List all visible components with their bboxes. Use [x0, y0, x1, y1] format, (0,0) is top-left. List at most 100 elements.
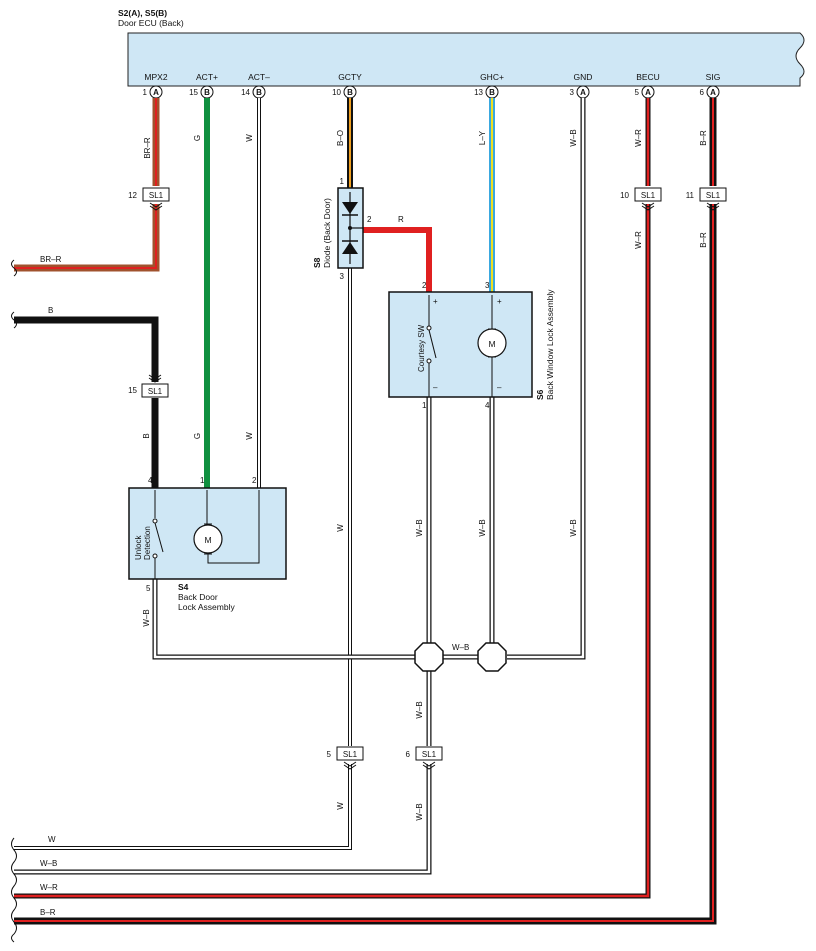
- svg-text:M: M: [488, 339, 495, 349]
- svg-text:–: –: [433, 383, 438, 392]
- ecu-box: [127, 32, 805, 87]
- pin-conn: B: [347, 88, 353, 97]
- s4-name-1: Back Door: [178, 592, 218, 602]
- connector-sl1-11: 11 SL1: [686, 187, 727, 211]
- svg-text:2: 2: [252, 476, 257, 485]
- s4-name-2: Lock Assembly: [178, 602, 235, 612]
- pin-number: 6: [700, 88, 705, 97]
- svg-text:5: 5: [146, 584, 151, 593]
- svg-text:+: +: [433, 297, 438, 306]
- svg-text:1: 1: [200, 476, 205, 485]
- wire-label: B: [142, 433, 151, 438]
- svg-text:SL1: SL1: [641, 191, 656, 200]
- terminal-label-act-plus: ACT+: [196, 72, 218, 82]
- svg-text:3: 3: [485, 281, 490, 290]
- wire-label: W: [336, 802, 345, 810]
- svg-text:SL1: SL1: [148, 387, 163, 396]
- svg-text:1: 1: [340, 177, 345, 186]
- terminal-label-gcty: GCTY: [338, 72, 362, 82]
- wire-label: G: [193, 433, 202, 439]
- pin-number: 5: [635, 88, 640, 97]
- wire-label: W–R: [634, 129, 643, 147]
- wire-label: W: [48, 835, 56, 844]
- wire-break-marks: [11, 259, 17, 943]
- svg-text:4: 4: [148, 476, 153, 485]
- splice-point: [477, 642, 507, 672]
- wire-label: W–B: [478, 519, 487, 536]
- wire-label: W–R: [40, 883, 58, 892]
- s6-name: Back Window Lock Assembly: [545, 289, 555, 400]
- terminal-label-becu: BECU: [636, 72, 660, 82]
- svg-text:M: M: [204, 535, 211, 545]
- s4-switch-label-1: Unlock: [134, 535, 143, 560]
- connector-sl1-12: 12 SL1: [128, 187, 170, 211]
- pin-conn: A: [645, 88, 651, 97]
- connector-sl1-15: 15 SL1: [128, 374, 169, 398]
- wire-s4-ground: [152, 579, 415, 660]
- wire-label: B–R: [40, 908, 56, 917]
- pin-number: 14: [241, 88, 250, 97]
- diode-s8: 1 2 3: [337, 177, 372, 281]
- connector-sl1-10: 10 SL1: [620, 187, 662, 211]
- pin-conn: B: [204, 88, 210, 97]
- wire-b: [14, 316, 159, 382]
- svg-text:6: 6: [406, 750, 411, 759]
- terminal-label-mpx2: MPX2: [144, 72, 167, 82]
- wire-label: W–B: [142, 609, 151, 626]
- wire-label: W–B: [415, 519, 424, 536]
- wire-sig: [14, 98, 717, 925]
- ecu-ref: S2(A), S5(B): [118, 8, 167, 18]
- wire-label: B: [48, 306, 53, 315]
- wire-becu: [14, 98, 651, 899]
- svg-text:SL1: SL1: [343, 750, 358, 759]
- wire-label: B–O: [336, 130, 345, 146]
- wire-label: B–R: [699, 232, 708, 248]
- wire-label: W–B: [40, 859, 57, 868]
- svg-text:SL1: SL1: [706, 191, 721, 200]
- wire-diode-r: [363, 227, 432, 292]
- wire-label: W–B: [569, 519, 578, 536]
- svg-text:+: +: [497, 297, 502, 306]
- wire-mpx2: [14, 98, 160, 272]
- wire-label: BR–R: [40, 255, 62, 264]
- pin-conn: B: [489, 88, 495, 97]
- terminal-label-sig: SIG: [706, 72, 721, 82]
- wire-label: W–B: [569, 129, 578, 146]
- wire-label: G: [193, 135, 202, 141]
- pin-number: 13: [474, 88, 483, 97]
- ecu-name: Door ECU (Back): [118, 18, 184, 28]
- wire-label: R: [398, 215, 404, 224]
- svg-text:10: 10: [620, 191, 629, 200]
- wire-diode-w: [14, 268, 352, 850]
- wire-label: W–B: [415, 701, 424, 718]
- connector-sl1-6: 6 SL1: [406, 746, 443, 770]
- splice-point: [414, 642, 444, 672]
- wire-label: W: [245, 432, 254, 440]
- pin-number: 10: [332, 88, 341, 97]
- terminal-label-act-minus: ACT–: [248, 72, 270, 82]
- s6-assembly: 2 3 1 4 + + – – M: [388, 281, 533, 410]
- svg-text:12: 12: [128, 191, 137, 200]
- s4-ref: S4: [178, 582, 189, 592]
- pin-conn: B: [256, 88, 262, 97]
- ecu-terminal-labels: MPX2 ACT+ ACT– GCTY GHC+ GND BECU SIG: [144, 72, 720, 82]
- svg-text:3: 3: [340, 272, 345, 281]
- terminal-label-gnd: GND: [574, 72, 593, 82]
- wire-label: W–B: [415, 803, 424, 820]
- svg-text:5: 5: [327, 750, 332, 759]
- s4-switch-label-2: Detection: [143, 526, 152, 560]
- pin-conn: A: [580, 88, 586, 97]
- svg-text:15: 15: [128, 386, 137, 395]
- wire-label: W: [245, 134, 254, 142]
- svg-text:11: 11: [686, 191, 695, 200]
- svg-text:2: 2: [422, 281, 427, 290]
- pin-conn: A: [710, 88, 716, 97]
- diode-ref: S8: [312, 257, 322, 268]
- svg-text:2: 2: [367, 215, 372, 224]
- s4-assembly: 4 1 2 5 M: [128, 476, 287, 593]
- terminal-label-ghc-plus: GHC+: [480, 72, 504, 82]
- wire-gnd: [507, 98, 586, 660]
- pin-number: 3: [570, 88, 575, 97]
- pin-number: 15: [189, 88, 198, 97]
